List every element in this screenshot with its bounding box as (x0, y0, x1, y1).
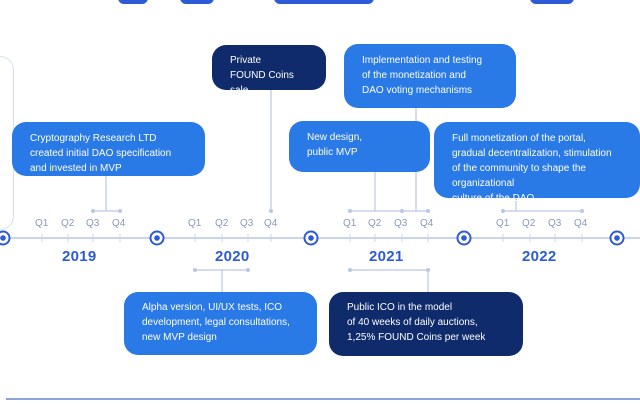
quarter-label: Q4 (112, 218, 126, 229)
milestone-text: Public ICO in the model of 40 weeks of d… (347, 302, 486, 343)
year-label-2020: 2020 (215, 248, 250, 265)
title-fragment (530, 0, 574, 4)
year-marker-2019 (0, 230, 11, 246)
milestone-new-design: New design, public MVP (289, 121, 430, 172)
milestone-text: New design, public MVP (307, 132, 363, 158)
year-label-2021: 2021 (369, 248, 404, 265)
milestone-text: Full monetization of the portal, gradual… (452, 133, 612, 204)
quarter-label: Q3 (240, 218, 254, 229)
milestone-public-ico: Public ICO in the model of 40 weeks of d… (329, 292, 523, 356)
quarter-label: Q4 (420, 218, 434, 229)
connector-dot (91, 209, 95, 213)
quarter-label: Q3 (394, 218, 408, 229)
year-label-2019: 2019 (62, 248, 97, 265)
quarter-label: Q1 (496, 218, 510, 229)
year-marker-2022 (456, 230, 472, 246)
connector-dot (426, 209, 430, 213)
milestone-text: Private FOUND Coins sale (230, 55, 294, 96)
quarter-label: Q3 (86, 218, 100, 229)
milestone-research: Cryptography Research LTD created initia… (12, 122, 205, 176)
connector-dot (348, 209, 352, 213)
title-fragment (274, 0, 374, 4)
connector-dot (246, 268, 250, 272)
quarter-label: Q2 (61, 218, 75, 229)
connector-dot (118, 209, 122, 213)
title-fragment (180, 0, 214, 4)
bottom-divider (6, 398, 640, 400)
milestone-text: Alpha version, UI/UX tests, ICO developm… (142, 302, 290, 343)
connector-dot (348, 268, 352, 272)
year-label-2022: 2022 (522, 248, 557, 265)
title-fragment (118, 0, 148, 4)
milestone-text: Implementation and testing of the moneti… (362, 55, 483, 96)
milestone-text: Cryptography Research LTD created initia… (30, 133, 172, 174)
quarter-label: Q2 (215, 218, 229, 229)
milestone-private-sale: Private FOUND Coins sale (212, 45, 326, 96)
year-marker-2021 (303, 230, 319, 246)
quarter-label: Q4 (574, 218, 588, 229)
connector-dot (501, 209, 505, 213)
quarter-label: Q4 (264, 218, 278, 229)
quarter-label: Q1 (35, 218, 49, 229)
connector-dot (269, 209, 273, 213)
milestone-implementation: Implementation and testing of the moneti… (344, 44, 516, 108)
quarter-label: Q3 (548, 218, 562, 229)
year-marker-2023 (609, 230, 625, 246)
year-marker-2020 (149, 230, 165, 246)
quarter-label: Q2 (368, 218, 382, 229)
connector-dot (193, 268, 197, 272)
quarter-label: Q1 (343, 218, 357, 229)
milestone-alpha: Alpha version, UI/UX tests, ICO developm… (124, 292, 317, 355)
milestone-monetization: Full monetization of the portal, gradual… (434, 122, 640, 204)
quarter-label: Q2 (522, 218, 536, 229)
connector-dot (580, 209, 584, 213)
quarter-label: Q1 (188, 218, 202, 229)
